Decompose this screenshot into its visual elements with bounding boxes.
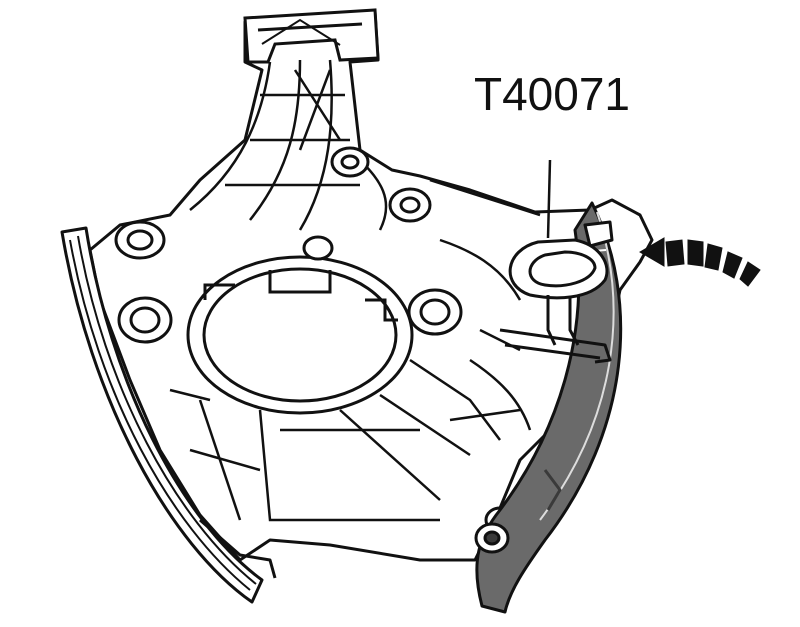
top-mounting-tab bbox=[243, 8, 380, 64]
dashed-curved-arrow-icon bbox=[639, 237, 761, 287]
tool-label: T40071 bbox=[474, 68, 630, 120]
central-bore bbox=[186, 255, 414, 415]
lower-web-ribs bbox=[169, 178, 541, 522]
left-chain-guide bbox=[60, 226, 277, 604]
mounting-bosses bbox=[114, 146, 516, 534]
upper-arm-ribs bbox=[189, 59, 388, 231]
locking-pin-tool bbox=[499, 159, 612, 364]
right-tensioner-guide bbox=[474, 201, 623, 614]
